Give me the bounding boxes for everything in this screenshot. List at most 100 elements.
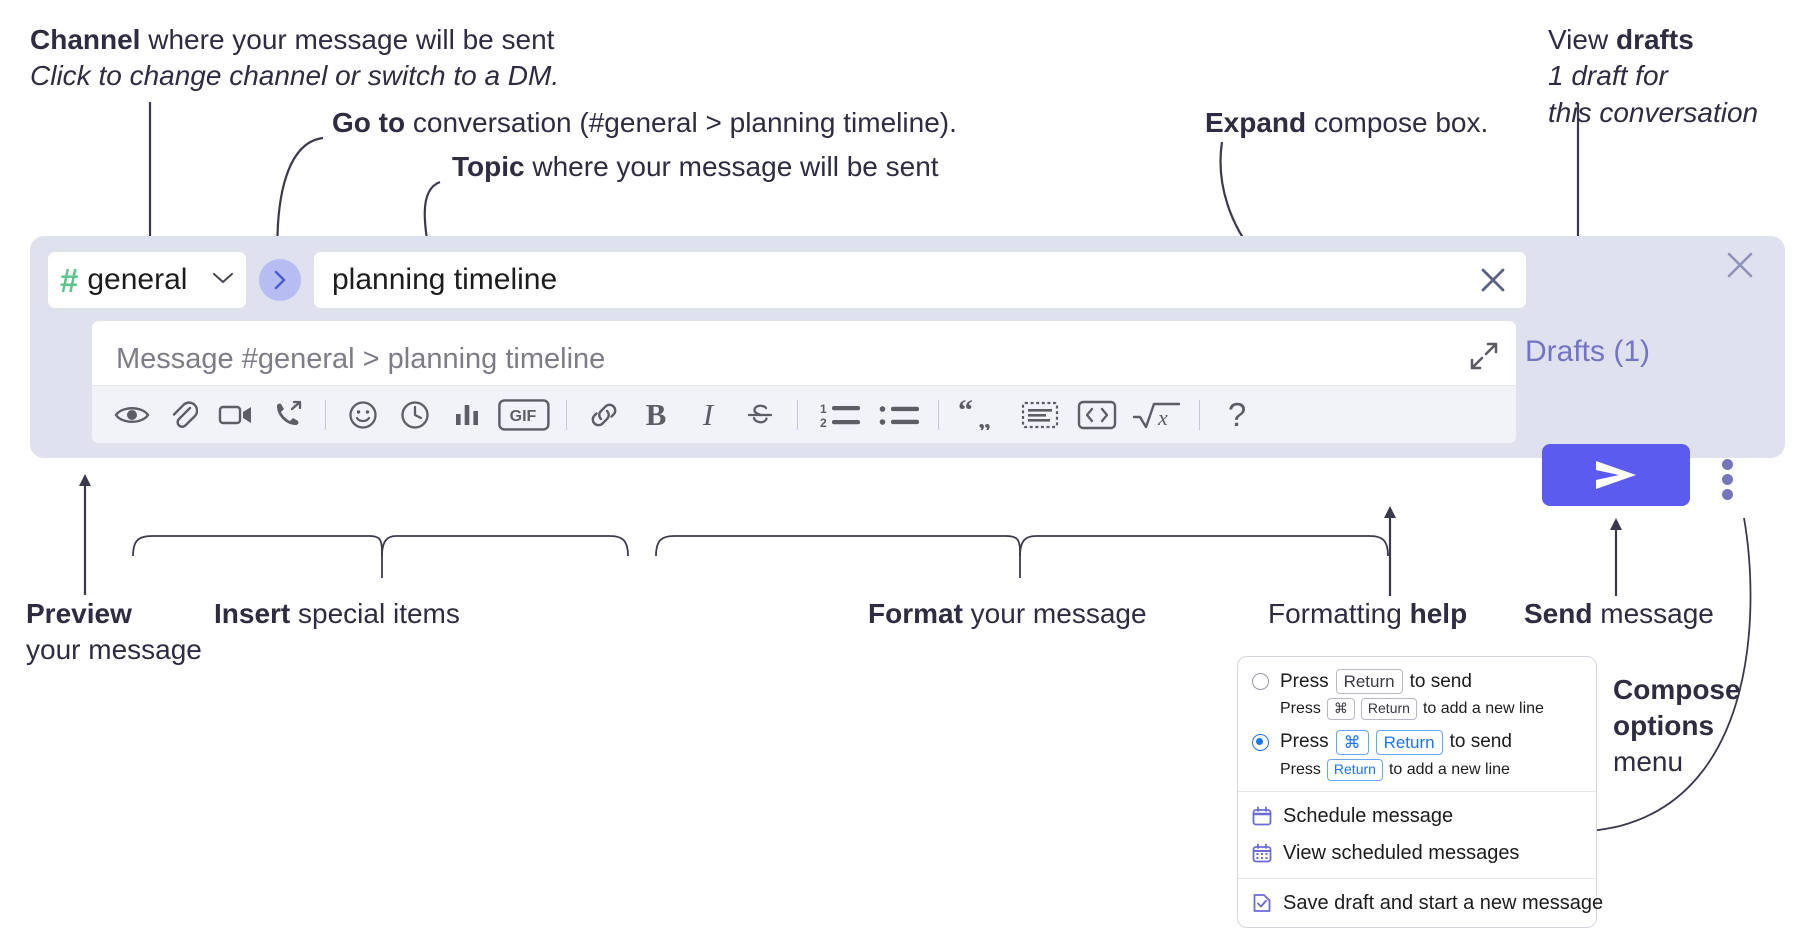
goto-conversation-button[interactable]: [259, 259, 301, 301]
annotation-format-bold: Format: [868, 598, 963, 629]
compose-header-row: # general planning timeline: [47, 250, 1527, 310]
send-button[interactable]: [1542, 444, 1690, 506]
bulleted-list-icon[interactable]: [871, 392, 927, 438]
annotation-goto: Go to conversation (#general > planning …: [332, 105, 957, 141]
option1-sub-press: Press: [1280, 700, 1321, 717]
option2-suffix: to send: [1449, 731, 1512, 753]
help-icon[interactable]: ?: [1227, 396, 1247, 433]
option2-sub-press: Press: [1280, 760, 1321, 778]
code-icon[interactable]: [1012, 392, 1068, 438]
annotation-channel-italic: Click to change channel or switch to a D…: [30, 60, 560, 92]
video-icon[interactable]: [210, 392, 262, 438]
option2-press: Press: [1280, 731, 1329, 753]
toolbar-divider: [938, 399, 939, 430]
option1-sub: Press ⌘ Return to add a new line: [1280, 698, 1596, 720]
toolbar-divider: [566, 399, 567, 430]
compose-options-menu: Press Return to send Press ⌘ Return to a…: [1237, 656, 1603, 928]
annotation-insert-bold: Insert: [214, 598, 291, 629]
annotation-preview-rest: your message: [26, 634, 202, 666]
emoji-icon[interactable]: [337, 392, 389, 438]
annotation-goto-rest: conversation (#general > planning timeli…: [405, 107, 957, 138]
compose-inner: # general planning timeline: [47, 250, 1527, 444]
italic-icon[interactable]: I: [702, 397, 714, 432]
annotation-expand-rest: compose box.: [1306, 107, 1489, 138]
gif-icon[interactable]: GIF: [493, 392, 555, 438]
svg-text:“: “: [958, 400, 973, 427]
annotation-channel-rest: where your message will be sent: [140, 24, 555, 55]
annotation-preview: Preview your message: [26, 596, 202, 669]
annotation-send: Send message: [1524, 596, 1714, 632]
code-block-icon[interactable]: [1068, 392, 1126, 438]
message-input-pane[interactable]: Message #general > planning timeline: [91, 320, 1517, 444]
annotation-topic: Topic where your message will be sent: [452, 149, 939, 185]
annotation-compose-options-plain: menu: [1613, 745, 1684, 777]
blockquote-icon[interactable]: “„: [950, 392, 1012, 438]
svg-text:x: x: [1157, 405, 1168, 430]
strikethrough-icon[interactable]: [734, 392, 786, 438]
save-draft-icon: [1252, 893, 1272, 913]
send-icon: [1596, 461, 1636, 489]
radio-selected[interactable]: [1252, 733, 1269, 751]
toolbar-divider: [797, 399, 798, 430]
annotation-help-plain: Formatting: [1268, 598, 1410, 629]
expand-icon[interactable]: [1469, 341, 1499, 376]
annotation-drafts-italic2: this conversation: [1548, 96, 1759, 128]
annotation-format: Format your message: [868, 596, 1147, 632]
annotation-compose-options-bold1: Compose: [1613, 674, 1741, 705]
drafts-link[interactable]: Drafts (1): [1525, 335, 1651, 368]
option1-sub-suffix: to add a new line: [1422, 700, 1544, 717]
option-return-to-send[interactable]: Press Return to send: [1238, 669, 1596, 695]
option-cmd-return-to-send[interactable]: Press ⌘ Return to send: [1238, 729, 1596, 755]
calendar-view-icon: [1252, 843, 1272, 863]
key-return: Return: [1335, 669, 1403, 695]
chevron-right-icon: [274, 270, 286, 290]
bold-icon[interactable]: B: [645, 397, 667, 432]
compose-options-button[interactable]: [1722, 455, 1733, 504]
menu-item-schedule-message[interactable]: Schedule message: [1238, 798, 1596, 835]
option1-press: Press: [1280, 670, 1329, 692]
annotation-goto-bold: Go to: [332, 107, 406, 138]
link-icon[interactable]: [578, 392, 630, 438]
key-command: ⌘: [1326, 698, 1355, 720]
annotation-expand-bold: Expand: [1205, 107, 1307, 138]
toolbar-divider: [325, 399, 326, 430]
poll-icon[interactable]: [441, 392, 493, 438]
radio-unselected[interactable]: [1252, 673, 1269, 691]
message-placeholder: Message #general > planning timeline: [116, 343, 606, 375]
math-icon[interactable]: x: [1126, 392, 1188, 438]
annotation-topic-bold: Topic: [452, 151, 525, 182]
channel-select[interactable]: # general: [47, 251, 247, 309]
chevron-down-icon: [212, 269, 234, 291]
annotation-channel: Channel where your message will be sent …: [30, 22, 559, 95]
topic-value: planning timeline: [332, 263, 558, 296]
close-icon[interactable]: [1476, 263, 1510, 297]
annotation-help-bold: help: [1409, 598, 1468, 629]
svg-text:GIF: GIF: [510, 408, 537, 425]
annotation-topic-rest: where your message will be sent: [524, 151, 939, 182]
clock-icon[interactable]: [389, 392, 441, 438]
menu-item-save-draft[interactable]: Save draft and start a new message: [1238, 885, 1603, 927]
annotation-drafts-italic1: 1 draft for: [1548, 60, 1668, 92]
key-command: ⌘: [1335, 729, 1369, 755]
channel-name: general: [87, 263, 188, 296]
option1-main: Press Return to send: [1280, 669, 1472, 695]
menu-item-view-scheduled[interactable]: View scheduled messages: [1238, 835, 1596, 872]
close-icon[interactable]: [1723, 248, 1757, 287]
svg-text:2: 2: [820, 416, 827, 430]
option2-sub: Press Return to add a new line: [1280, 759, 1596, 781]
annotation-compose-options-bold2: options: [1613, 709, 1715, 741]
call-forward-icon[interactable]: [262, 392, 314, 438]
menu-divider: [1238, 790, 1596, 792]
preview-icon[interactable]: [106, 392, 158, 438]
key-return: Return: [1360, 698, 1417, 720]
annotation-help: Formatting help: [1268, 596, 1467, 632]
annotation-drafts-plain: View: [1548, 24, 1616, 55]
menu-item-label: View scheduled messages: [1283, 841, 1520, 864]
attachment-icon[interactable]: [158, 392, 210, 438]
menu-item-label: Save draft and start a new message: [1283, 891, 1604, 914]
topic-field[interactable]: planning timeline: [313, 251, 1527, 309]
annotation-compose-options: Compose options menu: [1613, 672, 1741, 779]
